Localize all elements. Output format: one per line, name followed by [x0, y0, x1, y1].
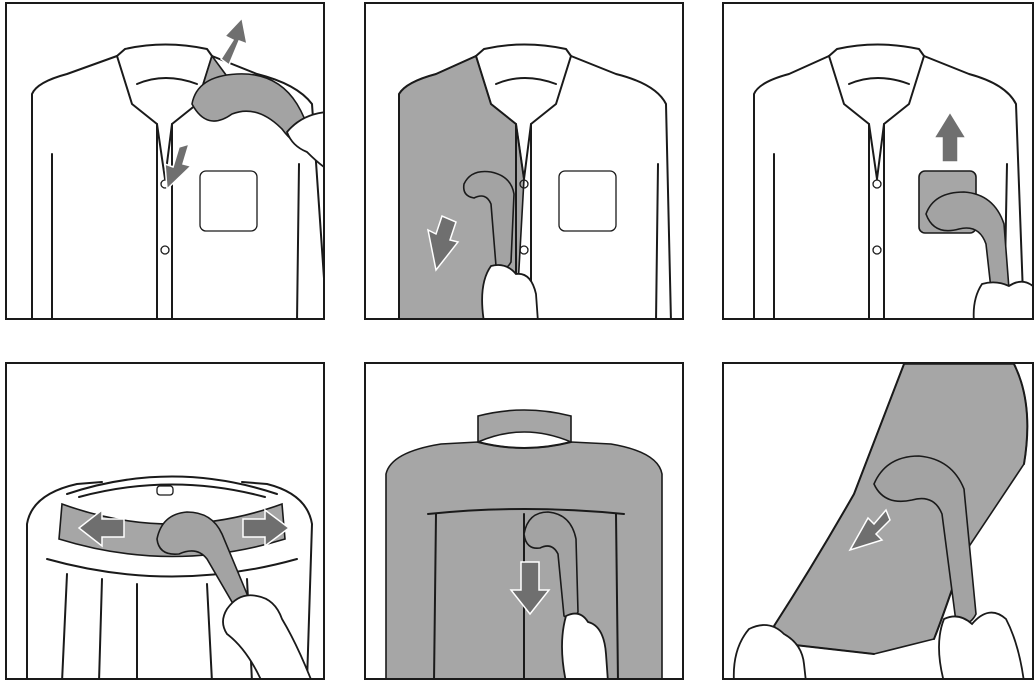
shirt-back-illustration [7, 364, 325, 680]
shirt-front-illustration [724, 4, 1034, 320]
shirt-front-illustration [7, 4, 325, 320]
panel-back-collar-steaming [5, 362, 325, 680]
hand-icon [974, 282, 1034, 320]
panel-pocket-steaming [722, 2, 1034, 320]
shirt-sleeve-illustration [724, 364, 1034, 680]
panel-back-steaming [364, 362, 684, 680]
panel-collar-steaming [5, 2, 325, 320]
arrow-up-icon [934, 112, 966, 162]
pocket-outline [200, 171, 257, 231]
shirt-front-illustration [366, 4, 684, 320]
hand-icon [939, 613, 1024, 680]
arrow-up-right-icon [221, 18, 247, 65]
pocket-outline [559, 171, 616, 231]
shirt-back-illustration [366, 364, 684, 680]
hand-icon [223, 595, 312, 680]
panel-front-steaming [364, 2, 684, 320]
panel-sleeve-steaming [722, 362, 1034, 680]
hand-icon [482, 265, 538, 320]
